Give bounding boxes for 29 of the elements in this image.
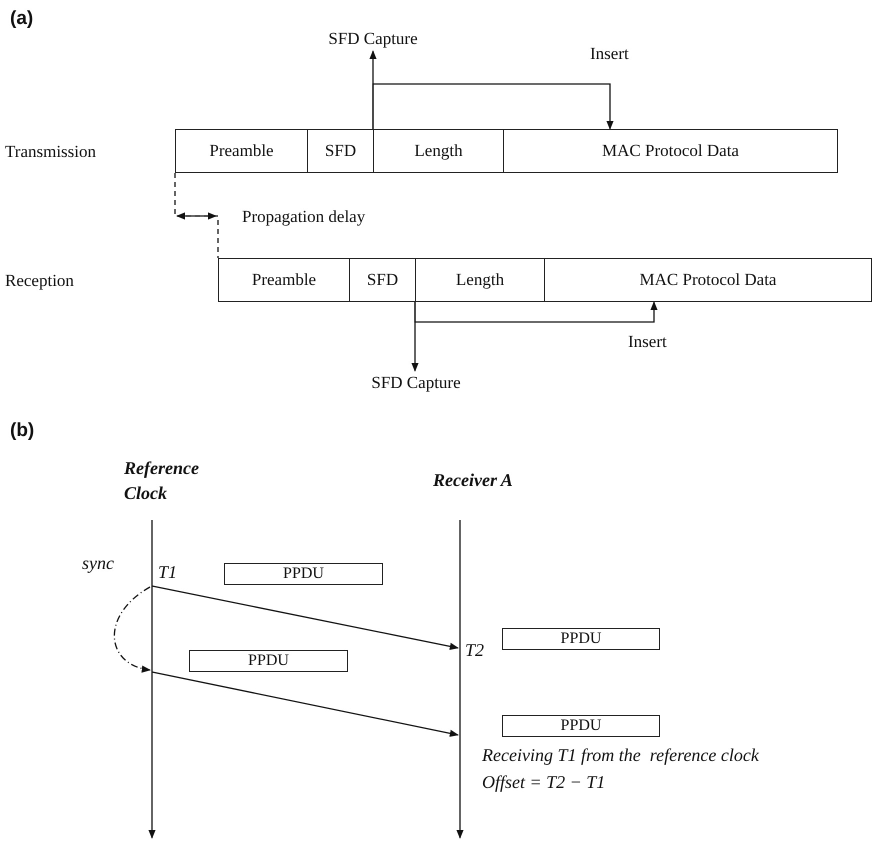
annotation-text: Receiving T1 from the reference clock <box>482 745 759 766</box>
frame-field: Preamble <box>175 129 308 173</box>
frame-field: Preamble <box>218 258 350 302</box>
arrow <box>414 301 658 323</box>
panel-label: (a) <box>10 8 34 30</box>
lifeline-title: Receiver A <box>433 469 513 492</box>
arrow <box>372 83 614 130</box>
panel-label: (b) <box>10 420 34 442</box>
row-label: Reception <box>5 271 74 291</box>
caption-text: SFD Capture <box>323 28 423 50</box>
annotation-text: Offset = T2 − T1 <box>482 772 606 793</box>
frame-field: SFD <box>349 258 416 302</box>
dimension-label: Propagation delay <box>242 207 366 227</box>
row-label: Transmission <box>5 142 96 162</box>
frame-field: MAC Protocol Data <box>503 129 838 173</box>
frame-field: Length <box>373 129 504 173</box>
ppdu-box: PPDU <box>224 563 383 585</box>
annotation-text: sync <box>82 553 114 574</box>
lifeline-title: Reference Clock <box>124 457 200 505</box>
ppdu-box: PPDU <box>502 715 660 737</box>
frame-field: Length <box>415 258 545 302</box>
ppdu-box: PPDU <box>502 628 660 650</box>
connector-line <box>174 173 219 258</box>
timestamp-label: T2 <box>465 640 484 661</box>
caption-text: SFD Capture <box>366 372 466 394</box>
frame-field: SFD <box>307 129 374 173</box>
timestamp-label: T1 <box>158 562 178 583</box>
ppdu-box: PPDU <box>189 650 348 672</box>
frame-field: MAC Protocol Data <box>544 258 872 302</box>
